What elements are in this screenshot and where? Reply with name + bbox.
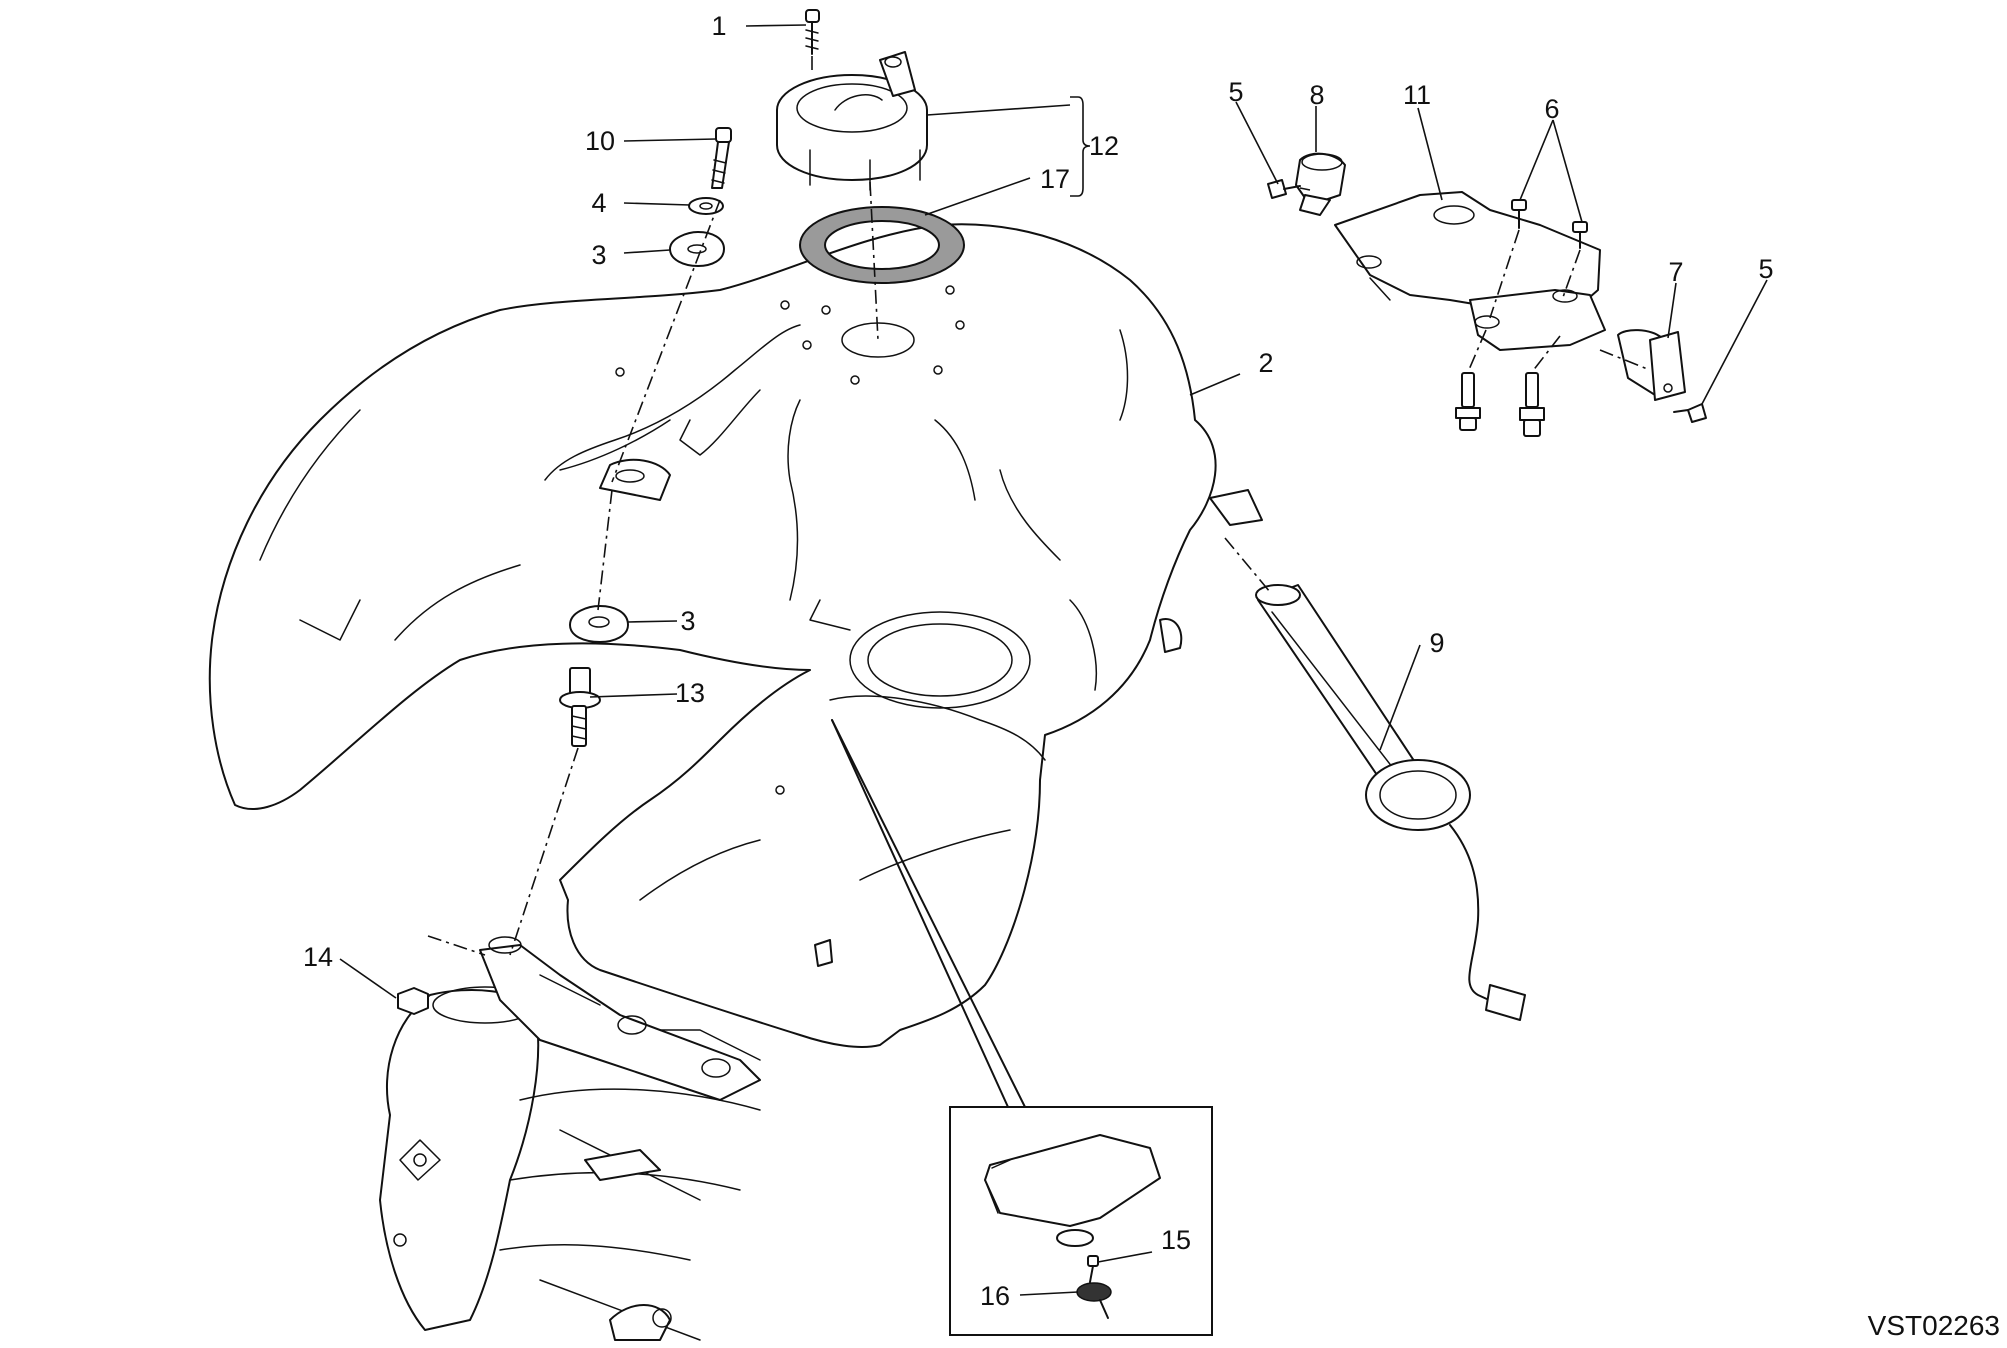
grommet-item-3-top[interactable] xyxy=(669,231,725,267)
callout-9: 9 xyxy=(1429,628,1444,658)
callout-8: 8 xyxy=(1309,80,1324,110)
screw-item-5-right[interactable] xyxy=(1673,403,1707,423)
callout-1: 1 xyxy=(711,11,726,41)
bracket-bolt-right[interactable] xyxy=(1519,372,1545,437)
callout-12: 12 xyxy=(1089,131,1119,161)
diagram-code: VST02263 xyxy=(1868,1310,2000,1341)
callout-4: 4 xyxy=(591,188,606,218)
callout-5-left: 5 xyxy=(1228,77,1243,107)
spacer-item-13[interactable] xyxy=(559,667,601,747)
callout-17: 17 xyxy=(1040,164,1070,194)
screw-item-6-left[interactable] xyxy=(1511,199,1527,229)
screw-item-6-right[interactable] xyxy=(1572,221,1588,249)
callout-16: 16 xyxy=(980,1281,1010,1311)
leader-lines xyxy=(339,24,1768,1296)
screw-item-10[interactable] xyxy=(711,127,732,189)
callout-11: 11 xyxy=(1403,80,1431,110)
callout-labels: 1 2 3 3 4 5 5 6 7 8 9 10 11 12 13 14 15 … xyxy=(303,11,1774,1311)
callout-7: 7 xyxy=(1668,257,1683,287)
callout-13: 13 xyxy=(675,678,705,708)
washer-item-4[interactable] xyxy=(688,197,724,215)
bracket-lower-plate[interactable] xyxy=(1469,289,1606,351)
screw-item-1[interactable] xyxy=(805,9,820,55)
bracket-bolt-left[interactable] xyxy=(1455,372,1481,431)
alignment-lines xyxy=(427,56,1651,956)
callout-10: 10 xyxy=(585,126,615,156)
screw-item-5-left[interactable] xyxy=(1267,179,1301,199)
callout-15: 15 xyxy=(1161,1225,1191,1255)
grommet-item-3-bottom[interactable] xyxy=(569,605,629,643)
callout-3-top: 3 xyxy=(591,240,606,270)
filler-cap-gasket[interactable] xyxy=(798,206,966,284)
tank-mount-holes xyxy=(615,285,965,795)
detail-inset xyxy=(949,1106,1213,1336)
frame-subframe[interactable] xyxy=(379,936,761,1341)
callout-5-right: 5 xyxy=(1758,254,1773,284)
screw-item-15[interactable] xyxy=(1087,1255,1099,1283)
callout-6: 6 xyxy=(1544,94,1559,124)
nut-item-14[interactable] xyxy=(397,987,429,1015)
callout-2: 2 xyxy=(1258,348,1273,378)
fuel-level-sensor[interactable] xyxy=(1255,584,1526,1021)
callout-14: 14 xyxy=(303,942,333,972)
filler-cap-assembly[interactable] xyxy=(776,51,928,191)
fuel-tank[interactable] xyxy=(208,223,1263,1048)
damper-item-8[interactable] xyxy=(1295,152,1346,216)
damper-item-7[interactable] xyxy=(1617,329,1686,401)
callout-3-bottom: 3 xyxy=(680,606,695,636)
